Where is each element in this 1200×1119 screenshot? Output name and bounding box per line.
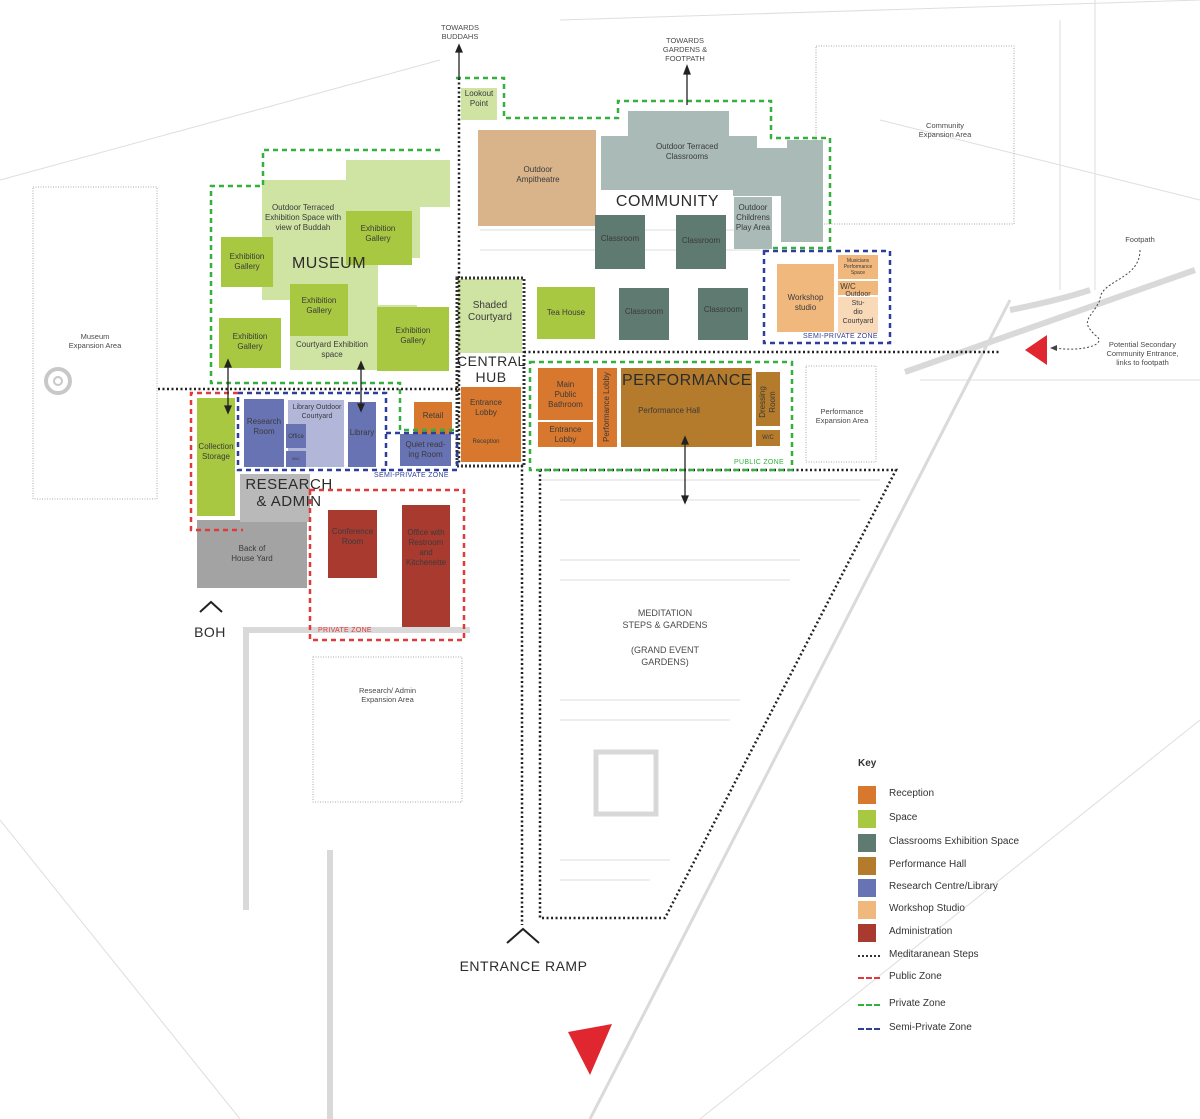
meditation-label: MEDITATION STEPS & GARDENS (622, 608, 708, 630)
private-zone-tag: PRIVATE ZONE (318, 627, 372, 634)
public-zone-tag: PUBLIC ZONE (734, 459, 784, 466)
main-entrance-marker (568, 1024, 612, 1075)
legend-item: Public Zone (858, 969, 1038, 987)
performance-expansion-label: Performance Expansion Area (815, 407, 869, 425)
legend-swatch (858, 857, 876, 875)
legend-item: Workshop Studio (858, 901, 1038, 919)
meditaranean-steps-paths (158, 78, 1000, 925)
research-expansion-area (312, 656, 463, 803)
semi-private-zone-tag-community: SEMI-PRIVATE ZONE (803, 333, 878, 340)
museum-title: MUSEUM (291, 255, 367, 272)
legend-label: Research Centre/Library (889, 881, 998, 892)
performance-blocks (414, 368, 780, 462)
research-expansion-label: Research/ Admin Expansion Area (358, 686, 417, 704)
museum-expansion-area (32, 186, 158, 500)
legend-label: Classrooms Exhibition Space (889, 836, 1020, 847)
legend-item: Semi-Private Zone (858, 1020, 1038, 1038)
legend-item: Private Zone (858, 996, 1038, 1014)
semi-private-zone-outlines (236, 249, 892, 472)
admin-blocks (197, 474, 450, 627)
museum-expansion-label: Museum Expansion Area (68, 332, 122, 350)
legend-swatch (858, 924, 876, 942)
museum-roundabout-inner (53, 376, 63, 386)
legend-item: Space (858, 810, 1038, 828)
legend-swatch (858, 879, 876, 897)
legend-item: Performance Hall (858, 857, 1038, 875)
direction-arrows (224, 43, 691, 505)
diagonal-site-boundary (588, 299, 1012, 1119)
legend-item: Classrooms Exhibition Space (858, 834, 1038, 852)
legend-label: Reception (889, 788, 935, 799)
footpath-label: Footpath (1125, 235, 1155, 244)
central-hub-title: CENTRAL HUB (457, 353, 526, 385)
legend-dashed-line (858, 977, 880, 979)
towards-buddahs-label: TOWARDS BUDDAHS (441, 23, 479, 41)
legend-swatch (858, 834, 876, 852)
legend-label: Space (889, 812, 918, 823)
legend-item: Administration (858, 924, 1038, 942)
performance-expansion-area (805, 365, 877, 463)
legend-label: Public Zone (889, 971, 942, 982)
legend-item: Research Centre/Library (858, 879, 1038, 897)
community-expansion-area (815, 45, 1015, 225)
legend-label: Meditaranean Steps (889, 949, 979, 960)
research-admin-title: RESEARCH & ADMIN (245, 476, 333, 510)
entrance-ramp-chevron (506, 927, 540, 944)
legend-swatch (858, 810, 876, 828)
legend-label: Semi-Private Zone (889, 1022, 972, 1033)
community-blocks (478, 111, 823, 340)
footpath-arrowhead (1050, 345, 1057, 351)
museum-space-blocks (197, 88, 595, 516)
central-hub-frame (455, 276, 526, 468)
grand-event-label: (GRAND EVENT GARDENS) (630, 645, 699, 667)
boh-chevron (199, 600, 223, 613)
community-title: COMMUNITY (615, 193, 720, 210)
legend-item: Meditaranean Steps (858, 947, 1038, 965)
performance-title: PERFORMANCE (622, 372, 752, 389)
legend-dashed-line (858, 1004, 880, 1006)
secondary-entrance-marker (1025, 335, 1047, 365)
boh-title: BOH (194, 624, 226, 640)
legend-title: Key (858, 758, 877, 769)
entrance-ramp-title: ENTRANCE RAMP (459, 958, 588, 974)
expansion-areas (32, 45, 1015, 803)
footpath-dotted-path (1054, 249, 1141, 350)
towards-gardens-label: TOWARDS GARDENS & FOOTPATH (662, 36, 708, 63)
legend-swatch (858, 786, 876, 804)
legend-label: Private Zone (889, 998, 946, 1009)
semi-private-zone-tag-research: SEMI-PRIVATE ZONE (374, 472, 449, 479)
secondary-entrance-label: Potential Secondary Community Entrance, … (1106, 340, 1179, 367)
workshop-blocks (777, 255, 878, 333)
legend-dashed-line (858, 1028, 880, 1030)
legend-swatch (858, 901, 876, 919)
museum-roundabout (44, 367, 72, 395)
legend-item: Reception (858, 786, 1038, 804)
meditation-step-walls (593, 749, 659, 817)
legend-label: Performance Hall (889, 859, 967, 870)
legend-label: Workshop Studio (889, 903, 965, 914)
road-bands (243, 267, 1196, 1119)
legend-label: Administration (889, 926, 953, 937)
legend-dotted-line (858, 955, 880, 957)
research-blocks (244, 399, 451, 467)
private-zone-outlines (209, 76, 832, 472)
public-zone-outlines (189, 391, 466, 642)
community-expansion-label: Community Expansion Area (918, 121, 972, 139)
